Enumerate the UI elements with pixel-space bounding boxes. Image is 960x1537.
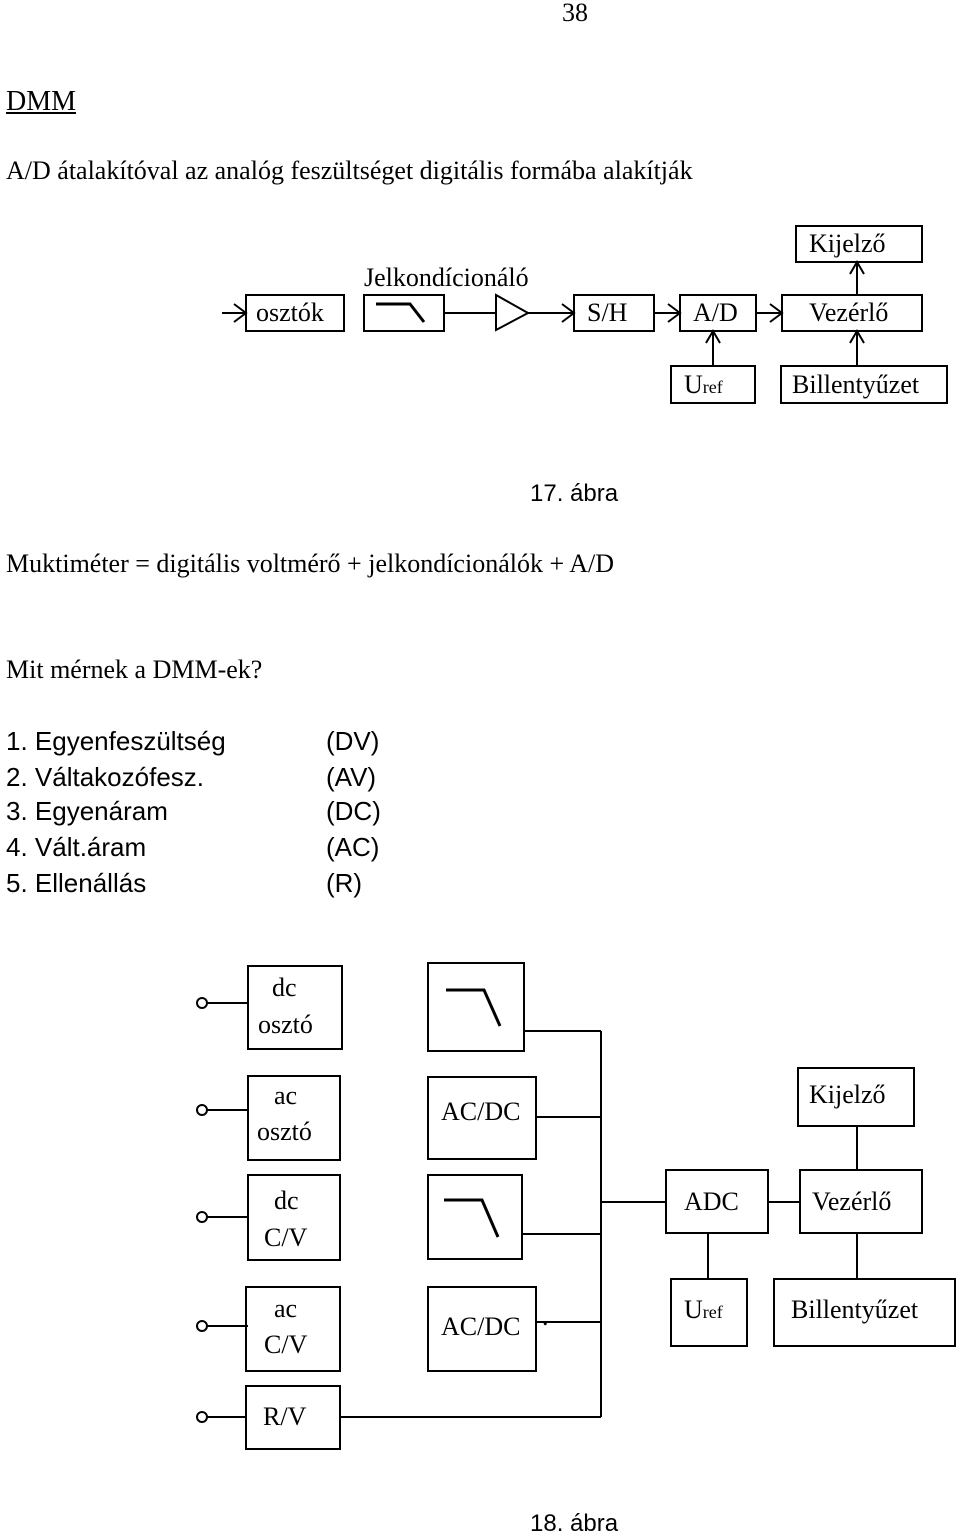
- dc-cv-label-line2: C/V: [264, 1223, 308, 1252]
- list-item-abbr: (DV): [326, 726, 380, 756]
- figure-18-caption: 18. ábra: [530, 1510, 619, 1537]
- ac-cv-label-line1: ac: [274, 1294, 298, 1323]
- uref-label: Uref: [684, 1297, 723, 1323]
- acdc-label-1: AC/DC: [441, 1097, 521, 1126]
- amplifier-icon: [495, 293, 531, 332]
- vezerlo-box: [799, 1169, 923, 1234]
- intro-text: A/D átalakítóval az analóg feszültséget …: [6, 156, 693, 185]
- list-item-label: 5. Ellenállás: [6, 868, 147, 898]
- adc-label: ADC: [684, 1187, 739, 1216]
- figure-17: [222, 225, 948, 404]
- acdc-box-2: [427, 1286, 537, 1372]
- uref-sub: ref: [702, 377, 723, 397]
- ac-oszto-label-line2: osztó: [257, 1117, 312, 1146]
- input-terminal: [196, 1411, 208, 1423]
- input-terminal: [196, 1211, 208, 1223]
- acdc-label-2: AC/DC: [441, 1312, 521, 1341]
- rv-label: R/V: [263, 1402, 307, 1431]
- page-number: 38: [562, 0, 588, 27]
- jelkondicionalo-label: Jelkondícionáló: [364, 263, 529, 292]
- billentyuzet-box: [773, 1278, 956, 1347]
- list-item: 4. Vált.áram (AC): [6, 832, 379, 862]
- vezerlo-label: Vezérlő: [809, 298, 889, 327]
- input-terminal: [196, 1104, 208, 1116]
- ac-oszto-box: [247, 1075, 341, 1161]
- list-item-abbr: (R): [326, 868, 363, 898]
- dc-oszto-label-line2: osztó: [258, 1010, 313, 1039]
- uref-main: U: [684, 370, 703, 399]
- billentyuzet-label: Billentyűzet: [792, 370, 920, 399]
- dc-filter-box-1: [427, 962, 525, 1052]
- formula-text: Muktiméter = digitális voltmérő + jelkon…: [6, 549, 614, 578]
- vezerlo-label: Vezérlő: [812, 1187, 892, 1216]
- sh-label: S/H: [587, 298, 628, 327]
- osztok-label: osztók: [256, 298, 324, 327]
- list-item: 3. Egyenáram (DC): [6, 796, 381, 826]
- list-item: 2. Váltakozófesz. (AV): [6, 762, 376, 792]
- input-terminal: [196, 1320, 208, 1332]
- billentyuzet-box: [780, 365, 948, 404]
- uref-label: Uref: [684, 372, 723, 398]
- list-item-abbr: (AC): [326, 832, 380, 862]
- kijelzo-box: [795, 225, 923, 263]
- dc-cv-label-line1: dc: [274, 1186, 299, 1215]
- vezerlo-box: [781, 294, 923, 332]
- osztok-box: [245, 294, 345, 332]
- question-text: Mit mérnek a DMM-ek?: [6, 655, 263, 684]
- kijelzo-label: Kijelző: [809, 229, 886, 258]
- ac-cv-label-line2: C/V: [264, 1330, 308, 1359]
- list-item-label: 4. Vált.áram: [6, 832, 147, 862]
- list-item: 5. Ellenállás (R): [6, 868, 362, 898]
- dc-cv-box: [247, 1174, 341, 1261]
- input-terminal: [196, 997, 208, 1009]
- list-item-abbr: (DC): [326, 796, 381, 826]
- lowpass-icon: [444, 1198, 500, 1238]
- list-item-label: 3. Egyenáram: [6, 796, 168, 826]
- figure-17-caption: 17. ábra: [530, 480, 619, 507]
- list-item-label: 2. Váltakozófesz.: [6, 762, 204, 792]
- section-heading: DMM: [6, 86, 77, 117]
- billentyuzet-label: Billentyűzet: [791, 1295, 919, 1324]
- ac-cv-box: [245, 1286, 341, 1372]
- dc-oszto-box: [247, 965, 343, 1050]
- ac-oszto-label-line1: ac: [274, 1081, 298, 1110]
- uref-main: U: [684, 1295, 703, 1324]
- kijelzo-label: Kijelző: [809, 1080, 886, 1109]
- list-item-abbr: (AV): [326, 762, 377, 792]
- dc-filter-box-2: [427, 1174, 523, 1260]
- dc-oszto-label-line1: dc: [272, 973, 297, 1002]
- dot-mark: .: [542, 1302, 549, 1331]
- list-item: 1. Egyenfeszültség (DV): [6, 726, 379, 756]
- ad-label: A/D: [693, 298, 738, 327]
- uref-sub: ref: [702, 1302, 723, 1322]
- lowpass-icon: [446, 988, 502, 1027]
- lowpass-icon: [376, 302, 426, 323]
- list-item-label: 1. Egyenfeszültség: [6, 726, 226, 756]
